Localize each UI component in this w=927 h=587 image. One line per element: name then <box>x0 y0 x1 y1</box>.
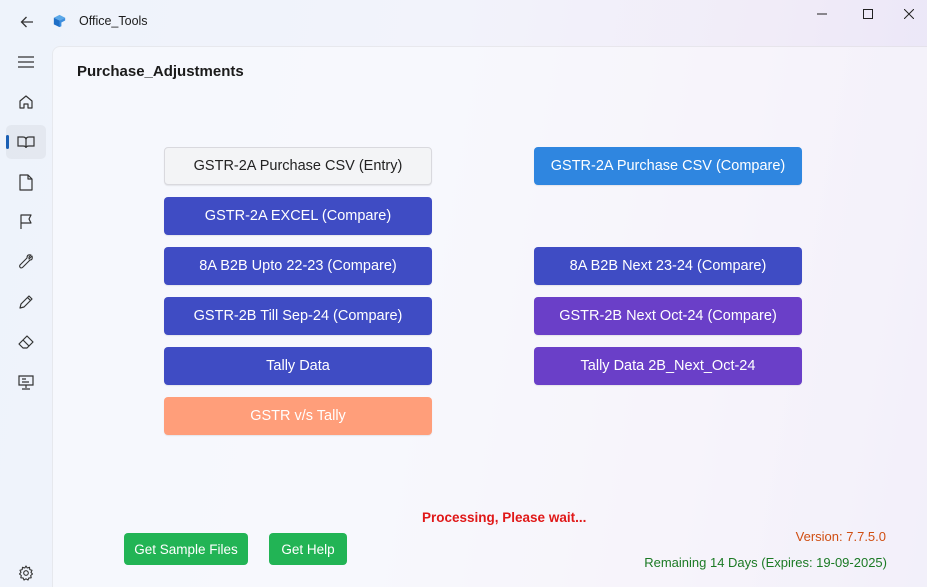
title-bar: Office_Tools <box>0 0 927 44</box>
minimize-button[interactable] <box>799 0 845 28</box>
back-button[interactable] <box>14 10 40 34</box>
app-logo-icon <box>53 14 66 28</box>
home-icon <box>19 95 33 109</box>
gstr2b-till-sep24-button[interactable]: GSTR-2B Till Sep-24 (Compare) <box>164 297 432 335</box>
hamburger-menu-button[interactable] <box>6 45 46 79</box>
close-icon <box>904 9 914 19</box>
sidebar-item-library[interactable] <box>6 125 46 159</box>
sidebar-item-erase[interactable] <box>6 325 46 359</box>
pencil-icon <box>19 295 33 309</box>
version-label: Version: 7.7.5.0 <box>795 529 886 544</box>
gstr2b-next-oct24-button[interactable]: GSTR-2B Next Oct-24 (Compare) <box>534 297 802 335</box>
maximize-button[interactable] <box>845 0 891 28</box>
close-button[interactable] <box>891 0 927 28</box>
back-arrow-icon <box>20 16 33 28</box>
sidebar-item-settings[interactable] <box>6 556 46 587</box>
get-help-button[interactable]: Get Help <box>269 533 347 565</box>
hamburger-menu-icon <box>18 56 34 68</box>
monitor-icon <box>18 374 34 390</box>
maximize-icon <box>863 9 873 19</box>
wrench-icon <box>19 254 33 269</box>
main-content: Purchase_Adjustments GSTR-2A Purchase CS… <box>52 46 927 587</box>
sidebar-item-display[interactable] <box>6 365 46 399</box>
gstr-vs-tally-button[interactable]: GSTR v/s Tally <box>164 397 432 435</box>
tally-data-2b-button[interactable]: Tally Data 2B_Next_Oct-24 <box>534 347 802 385</box>
minimize-icon <box>817 13 827 15</box>
document-icon <box>19 173 33 191</box>
8a-b2b-upto-button[interactable]: 8A B2B Upto 22-23 (Compare) <box>164 247 432 285</box>
get-sample-files-button[interactable]: Get Sample Files <box>124 533 248 565</box>
sidebar-item-documents[interactable] <box>6 165 46 199</box>
page-title: Purchase_Adjustments <box>77 63 244 80</box>
book-icon <box>17 136 35 149</box>
gstr2a-excel-compare-button[interactable]: GSTR-2A EXCEL (Compare) <box>164 197 432 235</box>
flag-icon <box>20 214 32 229</box>
sidebar-item-tools[interactable] <box>6 245 46 279</box>
active-indicator <box>6 135 9 149</box>
sidebar-item-flag[interactable] <box>6 205 46 239</box>
app-title: Office_Tools <box>79 14 148 28</box>
processing-status: Processing, Please wait... <box>422 510 587 525</box>
sidebar-item-edit[interactable] <box>6 285 46 319</box>
settings-icon <box>18 565 34 581</box>
license-expiry-label: Remaining 14 Days (Expires: 19-09-2025) <box>644 555 887 570</box>
gstr2a-purchase-csv-entry-button[interactable]: GSTR-2A Purchase CSV (Entry) <box>164 147 432 185</box>
sidebar-item-home[interactable] <box>6 85 46 119</box>
navigation-sidebar <box>0 44 52 587</box>
8a-b2b-next-button[interactable]: 8A B2B Next 23-24 (Compare) <box>534 247 802 285</box>
eraser-icon <box>18 335 34 349</box>
gstr2a-purchase-csv-compare-button[interactable]: GSTR-2A Purchase CSV (Compare) <box>534 147 802 185</box>
tally-data-button[interactable]: Tally Data <box>164 347 432 385</box>
